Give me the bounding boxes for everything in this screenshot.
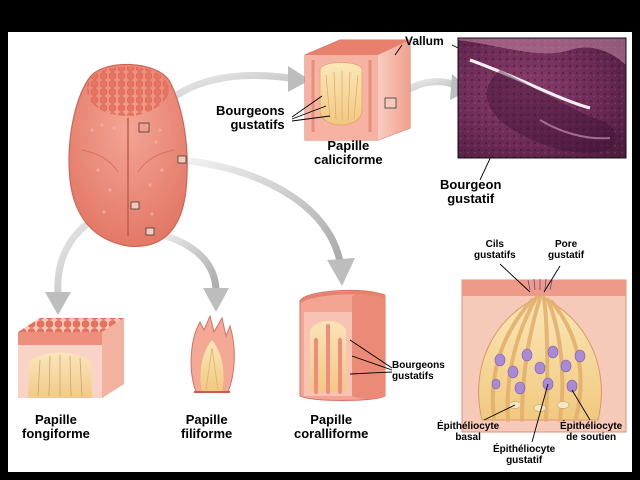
label-bourgeons-low-line2: gustatifs xyxy=(392,370,434,382)
label-bourgeon-line2: gustatif xyxy=(447,191,495,207)
tongue xyxy=(68,63,188,248)
label-caliciforme-line2: caliciforme xyxy=(314,152,383,168)
label-basal-line2: basal xyxy=(455,431,481,443)
papille-fongiforme-drawing xyxy=(18,318,124,398)
label-cils-line1: Cils xyxy=(485,239,504,250)
label-bourgeons-gustatifs-low: Bourgeons gustatifs xyxy=(392,360,445,383)
label-coralliforme-line2: coralliforme xyxy=(294,426,369,442)
label-filiforme-line2: filiforme xyxy=(181,426,233,442)
arrow-to-coralliforme xyxy=(181,156,355,286)
label-epitheliocyte-soutien: Épithéliocyte de soutien xyxy=(560,421,623,444)
leaders-coralliforme xyxy=(349,339,393,375)
label-cils-line2: gustatifs xyxy=(474,249,516,261)
papille-filiforme-drawing xyxy=(190,314,235,393)
micrograph xyxy=(457,37,627,159)
label-fongiforme-line1: Papille xyxy=(34,412,77,427)
label-vallum: Vallum xyxy=(405,35,444,48)
label-bourgeons-low-line1: Bourgeons xyxy=(392,360,445,371)
label-fongiforme-line2: fongiforme xyxy=(22,426,90,442)
label-bourgeons-top-line1: Bourgeons xyxy=(216,103,285,118)
label-vallum-text: Vallum xyxy=(405,34,444,48)
label-papille-coralliforme: Papille coralliforme xyxy=(294,412,369,442)
papille-coralliforme-drawing xyxy=(298,289,386,401)
label-epitheliocyte-gustatif: Épithéliocyte gustatif xyxy=(493,444,556,467)
taste-bud-detail-drawing xyxy=(461,278,627,433)
label-basal-line1: Épithéliocyte xyxy=(437,421,500,432)
label-pore-line1: Pore xyxy=(554,239,578,250)
label-pore-gustatif: Pore gustatif xyxy=(548,239,585,262)
label-papille-fongiforme: Papille fongiforme xyxy=(22,412,90,442)
arrow-to-filiforme xyxy=(149,228,229,312)
label-coralliforme-line1: Papille xyxy=(310,412,353,427)
label-cils-gustatifs: Cils gustatifs xyxy=(474,239,516,262)
label-filiforme-line1: Papille xyxy=(185,412,228,427)
label-soutien-line2: de soutien xyxy=(566,431,617,443)
label-bourgeons-top-line2: gustatifs xyxy=(230,117,285,133)
label-pore-line2: gustatif xyxy=(548,249,585,261)
papille-caliciforme-drawing xyxy=(304,39,411,141)
label-soutien-line1: Épithéliocyte xyxy=(560,421,623,432)
label-papille-filiforme: Papille filiforme xyxy=(181,412,233,442)
label-gustatif-cell-line1: Épithéliocyte xyxy=(493,444,556,455)
label-gustatif-cell-line2: gustatif xyxy=(506,454,543,466)
label-bourgeons-gustatifs-top: Bourgeons gustatifs xyxy=(216,103,285,133)
label-epitheliocyte-basal: Épithéliocyte basal xyxy=(437,421,500,444)
label-caliciforme-line1: Papille xyxy=(327,138,370,153)
leaders-taste-bud xyxy=(483,263,591,443)
label-bourgeon-line1: Bourgeon xyxy=(440,177,502,192)
label-papille-caliciforme: Papille caliciforme xyxy=(314,138,383,168)
label-bourgeon-gustatif: Bourgeon gustatif xyxy=(440,177,502,207)
